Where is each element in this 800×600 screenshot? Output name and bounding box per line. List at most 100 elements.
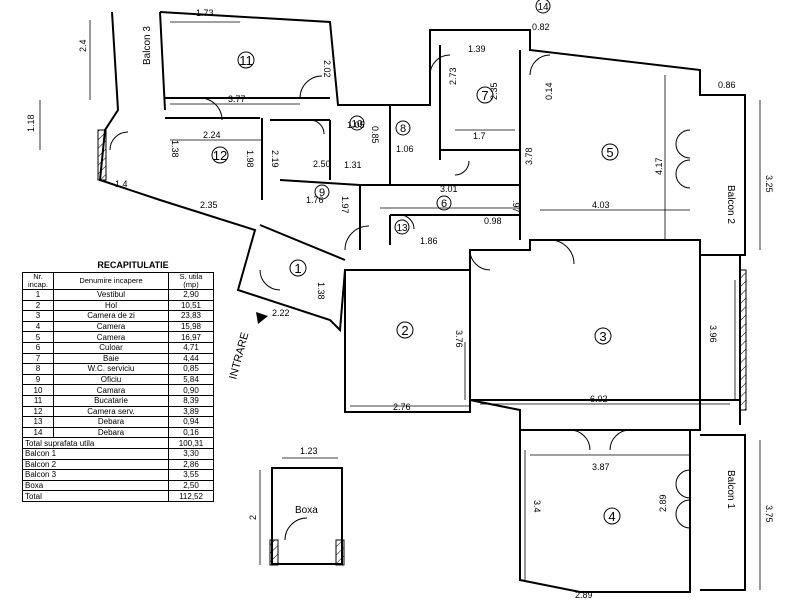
dim-text: 1.31 [344, 160, 362, 170]
door-swing [569, 429, 591, 451]
dim-text: 3.78 [524, 147, 534, 165]
room-number-6: 6 [441, 198, 447, 210]
room-number-cell: 5 [22, 331, 54, 343]
total-value-cell: 2,50 [168, 479, 214, 492]
dim-text: 2.35 [489, 82, 499, 100]
room-number-3: 3 [599, 329, 606, 344]
room-area-cell: 5,84 [168, 373, 214, 386]
room-number-cell: 10 [22, 384, 54, 396]
room-number-4: 4 [608, 509, 615, 524]
door-swing [199, 97, 223, 121]
total-label-cell: Total suprafata utila [22, 437, 169, 449]
dim-text: 1.38 [170, 140, 180, 158]
recap-header-row: Nr. incap. Denumire incapere S. utila (m… [22, 272, 214, 290]
room-area-cell: 3,89 [168, 405, 214, 418]
room-name-cell: Vestibul [53, 289, 169, 301]
room-number-cell: 3 [22, 310, 54, 322]
door-swing [549, 239, 575, 265]
door-swing [675, 129, 691, 159]
room-number-7: 7 [481, 88, 488, 103]
intrare-label: INTRARE [227, 331, 251, 381]
room-number-cell: 14 [22, 426, 54, 439]
room-number-13: 13 [396, 223, 408, 234]
wall-balcon1 [700, 434, 746, 591]
room-area-cell: 0,85 [168, 363, 214, 375]
dim-text: 3.76 [454, 330, 464, 348]
room-area-cell: 10,51 [168, 299, 214, 312]
room-number-cell: 6 [22, 341, 54, 354]
room-number-cell: 1 [22, 289, 54, 301]
room-name-cell: Camara [53, 384, 169, 396]
room-marker [349, 115, 365, 131]
room-number-5: 5 [606, 145, 613, 160]
room-area-cell: 0,90 [168, 384, 214, 396]
total-label-cell: Balcon 3 [22, 469, 169, 481]
dim-text: 1.39 [468, 44, 486, 54]
door-swing [609, 429, 631, 451]
dim-text: 0.98 [484, 216, 502, 226]
door-swing [529, 54, 551, 76]
room-number-cell: 7 [22, 352, 54, 365]
hatch-wall [97, 129, 107, 181]
room-number-cell: 12 [22, 405, 54, 418]
dim-text: 1.97 [340, 196, 350, 214]
room-marker [603, 507, 621, 525]
room-number-12: 12 [213, 148, 227, 163]
total-value-cell: 112,52 [168, 490, 214, 502]
room-number-14: 14 [537, 2, 549, 13]
dim-text: 3.4 [532, 500, 542, 513]
balcon-1-label: Balcon 1 [725, 470, 736, 509]
dim-text: 2.89 [575, 590, 593, 600]
dim-text: 1.86 [420, 236, 438, 246]
door-swing [299, 75, 323, 99]
door-swing [454, 160, 470, 176]
room-marker [535, 0, 551, 14]
room-number-cell: 8 [22, 363, 54, 375]
header-denumire: Denumire incapere [53, 272, 169, 290]
recap-table: Nr. incap. Denumire incapere S. utila (m… [22, 272, 214, 502]
dim-text: 1.4 [115, 179, 128, 189]
room-number-cell: 13 [22, 416, 54, 428]
room-name-cell: Camera de zi [53, 310, 169, 322]
room-number-1: 1 [294, 261, 301, 276]
dim-text: 1.98 [245, 150, 255, 168]
dim-text: .97 [511, 200, 521, 213]
balcon-2-label: Balcon 2 [725, 185, 736, 224]
room-number-10: 10 [351, 119, 363, 130]
room-name-cell: Camera serv. [53, 405, 169, 418]
room-area-cell: 4,71 [168, 341, 214, 354]
dim-text: 2.35 [200, 200, 218, 210]
door-swing [675, 159, 691, 189]
dim-text: 2.19 [270, 150, 280, 168]
door-swing [344, 225, 370, 251]
total-label-cell: Total [22, 490, 169, 502]
room-number-cell: 2 [22, 299, 54, 312]
dim-text: 1.73 [196, 8, 214, 18]
door-swing [399, 214, 415, 230]
dim-text: 2.73 [448, 67, 458, 85]
dim-text: 3.96 [708, 325, 718, 343]
total-label-cell: Balcon 1 [22, 447, 169, 460]
room-area-cell: 23,83 [168, 310, 214, 322]
dim-text: 3.01 [440, 184, 458, 194]
room-name-cell: Hol [53, 299, 169, 312]
wall-living [469, 254, 741, 431]
room-number-cell: 4 [22, 320, 54, 333]
wall-int [279, 179, 361, 186]
room-marker [237, 51, 255, 69]
room-name-cell: Debara [53, 426, 169, 439]
